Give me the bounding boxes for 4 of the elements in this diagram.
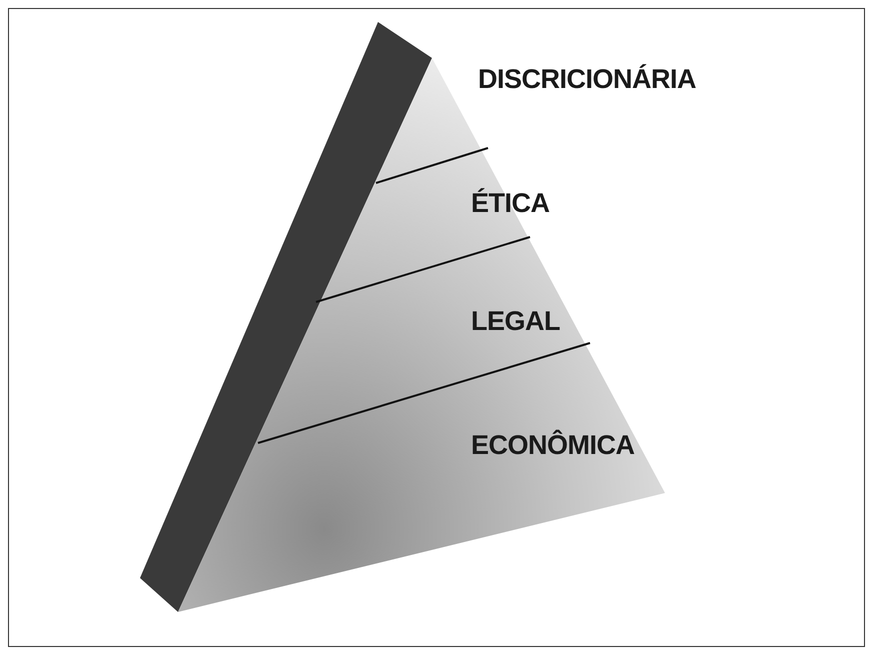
level-label: ECONÔMICA [471,430,634,461]
level-label: ÉTICA [471,188,550,219]
level-label: DISCRICIONÁRIA [478,64,696,95]
level-label: LEGAL [471,306,560,337]
